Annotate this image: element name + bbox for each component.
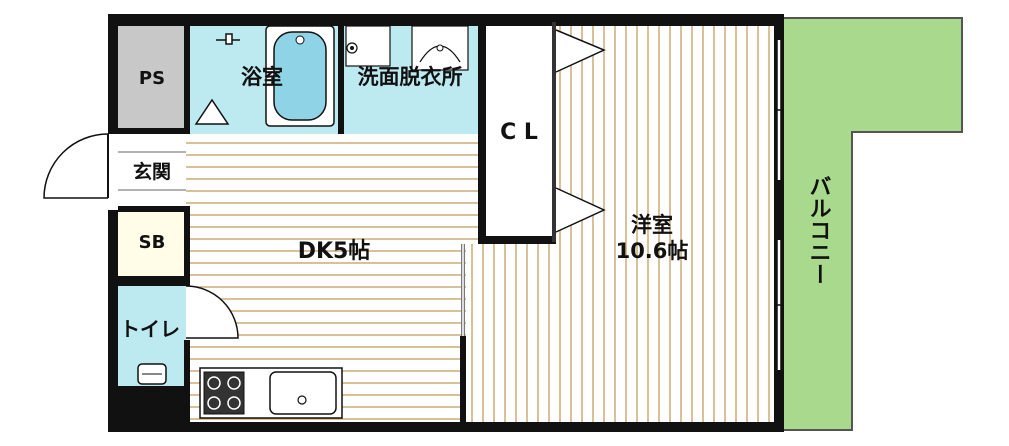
ps-area xyxy=(118,22,186,130)
closet-area xyxy=(486,26,552,238)
wall-ps-entrance xyxy=(118,128,186,134)
wall-left-bottom xyxy=(108,210,118,432)
stove-icon xyxy=(203,371,245,415)
wall-closet-right xyxy=(552,22,556,242)
wall-bottom xyxy=(108,422,784,432)
closet-doors xyxy=(555,29,606,233)
wall-sb-right xyxy=(184,206,190,286)
wall-bath-wash xyxy=(338,22,344,134)
room-label-entrance: 玄関 xyxy=(133,160,171,183)
door-swing-icon xyxy=(43,133,109,199)
shower-faucet-icon xyxy=(216,33,240,45)
wall-entrance-sb xyxy=(118,206,188,212)
wall-dk-western xyxy=(460,336,466,422)
room-label-ps: PS xyxy=(139,68,165,89)
wall-top xyxy=(108,14,784,26)
room-label-western-size: 10.6帖 xyxy=(616,239,689,263)
room-label-toilet: トイレ xyxy=(120,317,180,341)
wall-corner-block xyxy=(108,386,186,432)
room-label-western-name: 洋室 xyxy=(631,213,673,237)
entrance-area xyxy=(118,134,186,210)
bath-corner-seat xyxy=(194,98,230,125)
wall-left-top xyxy=(108,14,118,134)
room-label-bath: 浴室 xyxy=(241,65,283,89)
room-label-balcony: バルコニー xyxy=(806,175,831,285)
room-label-washroom: 洗面脱衣所 xyxy=(358,65,463,89)
shoe-box-area xyxy=(118,210,186,276)
western-room-floor-lower xyxy=(466,244,778,422)
wall-closet-bottom xyxy=(478,236,556,244)
bathtub-icon xyxy=(265,25,335,127)
toilet-door-swing xyxy=(185,285,239,339)
sink-icon xyxy=(345,25,391,67)
wall-toilet-right xyxy=(184,340,190,422)
toilet-icon xyxy=(137,363,167,385)
room-label-dining-kitchen: DK5帖 xyxy=(298,239,371,264)
room-label-shoe-box: SB xyxy=(139,232,166,253)
wall-right xyxy=(774,14,784,432)
wall-ps-bath xyxy=(184,22,190,134)
room-label-closet: C L xyxy=(500,120,538,145)
washing-machine-pan-icon xyxy=(411,25,469,71)
kitchen-sink-icon xyxy=(269,371,337,415)
wall-closet-left xyxy=(478,18,486,242)
wall-sb-toilet xyxy=(118,276,188,286)
